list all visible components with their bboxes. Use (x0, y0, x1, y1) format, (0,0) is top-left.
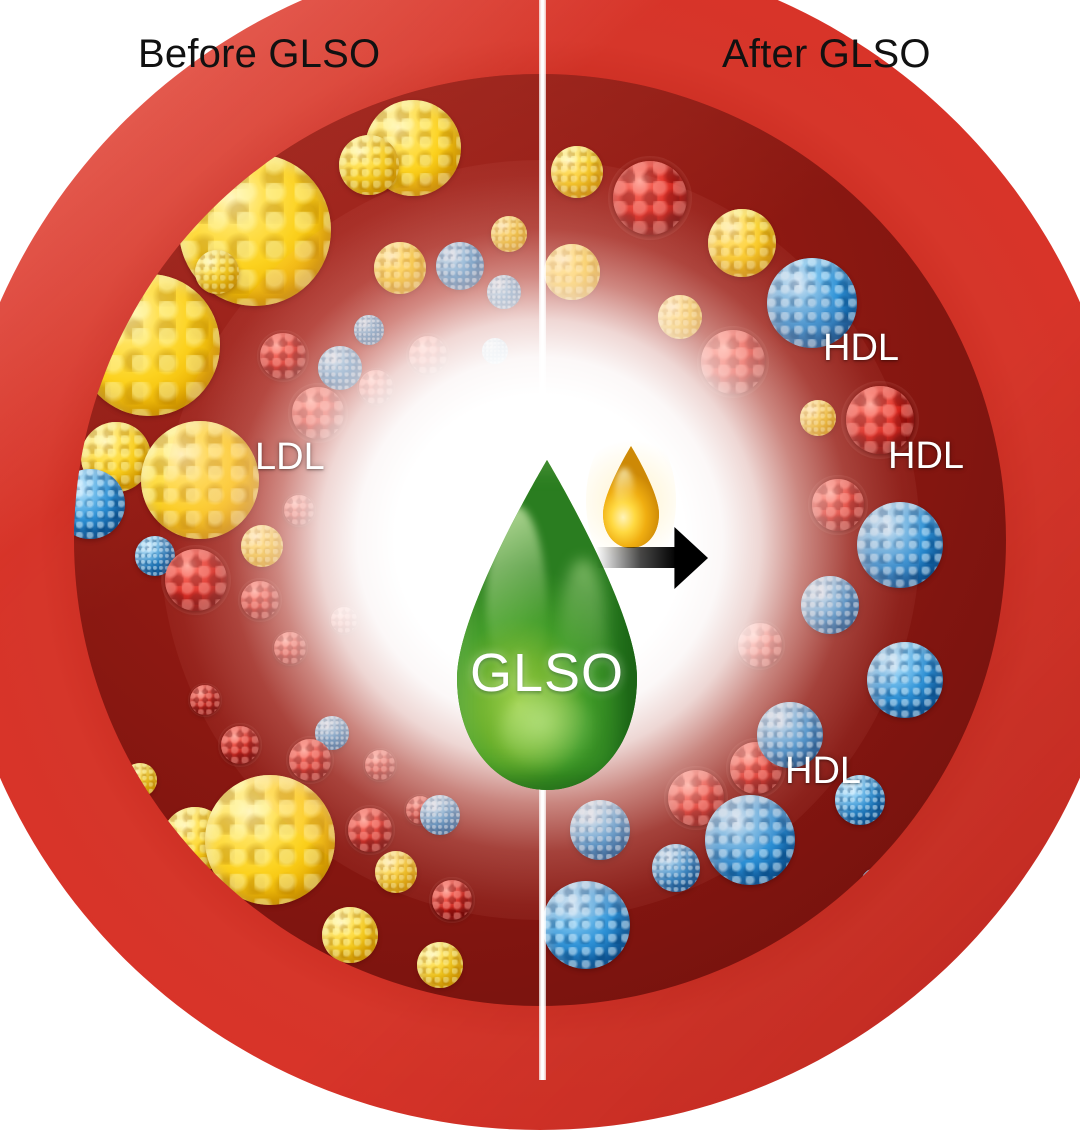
red-blood-cell-particle (238, 578, 282, 622)
hdl-particle (420, 795, 460, 835)
red-blood-cell-particle (607, 155, 693, 241)
ldl-particle (417, 942, 463, 988)
arrow-shaft (596, 546, 677, 568)
red-blood-cell-particle (696, 325, 770, 399)
arrow-head (674, 527, 708, 589)
ldl-particle (375, 851, 417, 893)
ldl-particle (374, 242, 426, 294)
hdl-particle (482, 338, 508, 364)
ldl-particle (195, 250, 239, 294)
red-blood-cell-particle (734, 619, 786, 671)
after-panel-title: After GLSO (722, 32, 931, 76)
red-blood-cell-particle (187, 682, 223, 718)
ldl-particle (322, 907, 378, 963)
ldl-particle (551, 146, 603, 198)
red-blood-cell-particle (429, 877, 475, 923)
ldl-particle (123, 763, 157, 797)
hdl-particle (436, 242, 484, 290)
red-blood-cell-particle (160, 544, 232, 616)
ldl-particle (658, 295, 702, 339)
hdl-particle (570, 800, 630, 860)
hdl-particle (861, 868, 891, 898)
hdl-particle (542, 881, 630, 969)
ldl-label: LDL (255, 436, 325, 478)
hdl-label-3: HDL (785, 750, 862, 792)
red-blood-cell-particle (286, 736, 334, 784)
hdl-particle (354, 315, 384, 345)
hdl-particle (74, 469, 125, 539)
glso-droplet-label: GLSO (469, 642, 625, 703)
ldl-particle (78, 274, 220, 416)
red-blood-cell-particle (329, 605, 359, 635)
gold-droplet-highlight (615, 468, 634, 513)
hdl-particle (857, 502, 943, 588)
ldl-particle (800, 400, 836, 436)
red-blood-cell-particle (281, 492, 317, 528)
hdl-particle (487, 275, 521, 309)
hdl-particle (801, 576, 859, 634)
hdl-label-2: HDL (888, 435, 965, 477)
ldl-particle (241, 525, 283, 567)
hdl-particle (705, 795, 795, 885)
ldl-particle (205, 775, 335, 905)
hdl-label-1: HDL (823, 327, 900, 369)
ldl-particle (491, 216, 527, 252)
red-blood-cell-particle (808, 475, 868, 535)
ldl-particle (339, 135, 399, 195)
red-blood-cell-particle (218, 723, 262, 767)
hdl-particle (867, 642, 943, 718)
red-blood-cell-particle (406, 333, 450, 377)
red-blood-cell-particle (271, 629, 309, 667)
red-blood-cell-particle (344, 804, 396, 856)
red-blood-cell-particle (356, 367, 396, 407)
red-blood-cell-particle (256, 329, 310, 383)
ldl-particle (708, 209, 776, 277)
red-blood-cell-particle (288, 383, 348, 443)
hdl-particle (652, 844, 700, 892)
ldl-particle (544, 244, 600, 300)
red-blood-cell-particle (362, 747, 398, 783)
right-arrow-icon (596, 527, 708, 589)
before-panel-title: Before GLSO (138, 32, 381, 76)
ldl-particle (141, 421, 259, 539)
